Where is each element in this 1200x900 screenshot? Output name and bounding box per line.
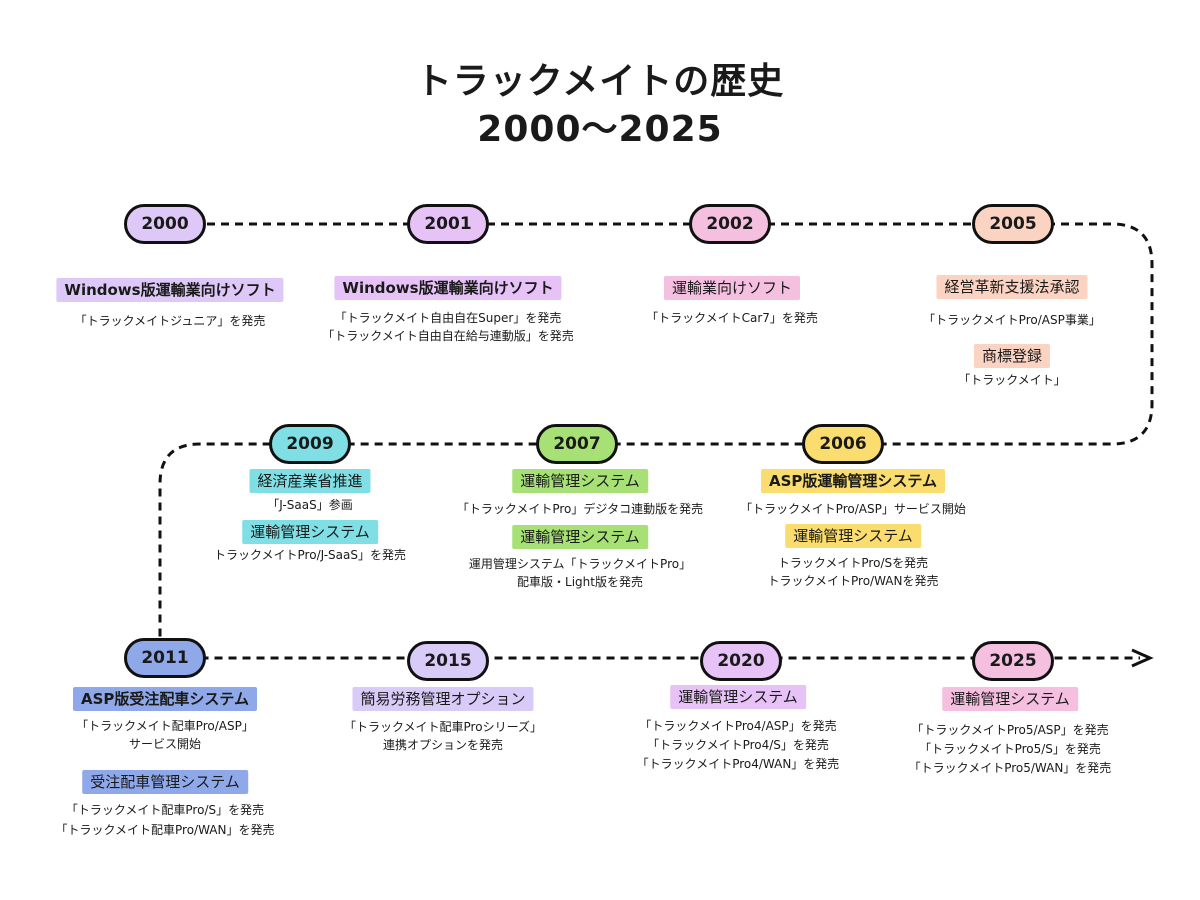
year-pill-2011: 2011: [124, 638, 206, 678]
event-note: 「トラックメイト自由自在Super」を発売: [334, 311, 562, 325]
event-note: 「トラックメイト配車Pro/S」を発売: [65, 803, 265, 817]
event-note: 「J-SaaS」参画: [267, 498, 353, 512]
event-tag: 経済産業省推進: [249, 469, 371, 493]
event-note: 「トラックメイトPro5/ASP」を発売: [911, 723, 1109, 737]
event-note: 「トラックメイト自由自在給与連動版」を発売: [322, 329, 574, 343]
year-pill-2009: 2009: [269, 424, 351, 464]
year-pill-2015: 2015: [407, 641, 489, 681]
event-note: 「トラックメイトPro/ASP」サービス開始: [740, 502, 966, 516]
event-note: 連携オプションを発売: [382, 738, 504, 752]
year-pill-2020: 2020: [700, 641, 782, 681]
event-tag: 運輸管理システム: [512, 469, 648, 493]
event-note: トラックメイトPro/WANを発売: [767, 574, 939, 588]
event-note: トラックメイトPro/Sを発売: [777, 556, 929, 570]
event-note: 「トラックメイト配車Pro/ASP」: [76, 719, 254, 733]
year-pill-2007: 2007: [536, 424, 618, 464]
year-pill-2001: 2001: [407, 204, 489, 244]
arrow-head-icon: [1131, 648, 1154, 668]
event-note: 配車版・Light版を発売: [517, 575, 643, 589]
event-note: 「トラックメイトPro/ASP事業」: [923, 313, 1101, 327]
event-tag: ASP版運輸管理システム: [761, 469, 945, 493]
event-tag: 商標登録: [973, 344, 1051, 368]
event-tag: 運輸管理システム: [670, 685, 806, 709]
event-note: トラックメイトPro/J-SaaS」を発売: [214, 548, 406, 562]
event-tag: ASP版受注配車システム: [73, 687, 257, 711]
event-note: 「トラックメイトPro4/S」を発売: [647, 738, 829, 752]
event-note: 「トラックメイトPro」デジタコ連動版を発売: [456, 502, 704, 516]
event-tag: 運輸管理システム: [512, 525, 648, 549]
event-tag: 経営革新支援法承認: [936, 275, 1088, 299]
event-tag: 受注配車管理システム: [82, 770, 248, 794]
event-tag: 運輸管理システム: [785, 524, 921, 548]
year-pill-2006: 2006: [802, 424, 884, 464]
event-tag: Windows版運輸業向けソフト: [334, 276, 562, 300]
event-note: 「トラックメイト」: [958, 373, 1066, 387]
year-pill-2000: 2000: [124, 204, 206, 244]
year-pill-2025: 2025: [972, 641, 1054, 681]
event-note: サービス開始: [128, 737, 202, 751]
event-note: 「トラックメイト配車Pro/WAN」を発売: [55, 823, 275, 837]
page-title: トラックメイトの歴史 2000〜2025: [0, 58, 1200, 154]
event-tag: Windows版運輸業向けソフト: [56, 278, 284, 302]
year-pill-2002: 2002: [689, 204, 771, 244]
event-tag: 簡易労務管理オプション: [352, 687, 534, 711]
event-note: 「トラックメイトPro4/ASP」を発売: [639, 719, 837, 733]
year-pill-2005: 2005: [972, 204, 1054, 244]
event-note: 「トラックメイトPro4/WAN」を発売: [636, 757, 840, 771]
event-note: 「トラックメイトジュニア」を発売: [74, 314, 266, 328]
event-note: 「トラックメイトPro5/WAN」を発売: [908, 761, 1112, 775]
event-note: 「トラックメイトPro5/S」を発売: [919, 742, 1101, 756]
title-line-1: トラックメイトの歴史: [415, 61, 785, 102]
title-line-2: 2000〜2025: [477, 109, 723, 150]
event-note: 運用管理システム「トラックメイトPro」: [468, 557, 692, 571]
event-tag: 運輸管理システム: [242, 520, 378, 544]
event-tag: 運輸業向けソフト: [663, 276, 801, 300]
event-note: 「トラックメイトCar7」を発売: [646, 311, 818, 325]
event-note: 「トラックメイト配車Proシリーズ」: [344, 720, 542, 734]
event-tag: 運輸管理システム: [942, 687, 1078, 711]
